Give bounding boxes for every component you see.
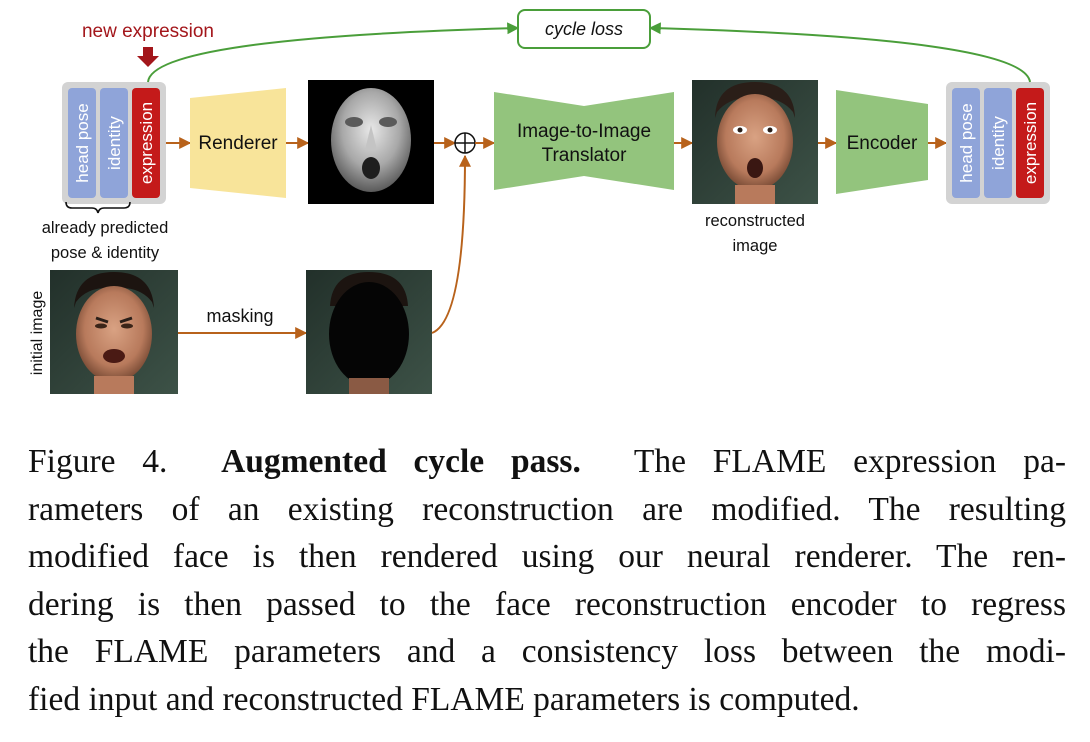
concat-operator bbox=[454, 132, 476, 154]
arrow-masked-oplus bbox=[431, 154, 471, 334]
brace bbox=[65, 201, 131, 214]
cycle-loss-box bbox=[517, 9, 651, 49]
translator-label-line1: Image-to-Image bbox=[517, 121, 651, 142]
caption-line-5: the FLAME parameters and a consistency l… bbox=[28, 633, 1066, 670]
reconstructed-label-line2: image bbox=[733, 237, 778, 255]
identity-label-right: identity bbox=[989, 116, 1008, 170]
new-expression-label: new expression bbox=[82, 21, 214, 42]
head-pose-label: head pose bbox=[73, 103, 92, 182]
caption-line-3: modified face is then rendered using our… bbox=[28, 538, 1066, 575]
rendered-mesh-image bbox=[308, 80, 434, 204]
cycle-curve-right bbox=[648, 22, 1031, 83]
new-expression-arrow bbox=[137, 47, 159, 67]
head-pose-param bbox=[68, 88, 96, 198]
caption-line-2: rameters of an existing reconstruction a… bbox=[28, 490, 1066, 528]
head-pose-label-right: head pose bbox=[957, 103, 976, 182]
cycle-curve-left bbox=[147, 22, 520, 83]
renderer-block bbox=[190, 88, 286, 198]
expression-param bbox=[132, 88, 160, 198]
identity-label: identity bbox=[105, 116, 124, 170]
already-predicted-line1: already predicted bbox=[42, 219, 169, 237]
expression-label-right: expression bbox=[1021, 102, 1040, 184]
figure-caption: Figure 4. Augmented cycle pass. The FLAM… bbox=[28, 438, 1066, 723]
translator-block bbox=[494, 92, 674, 190]
caption-line-4: dering is then passed to the face recons… bbox=[28, 585, 1066, 623]
augmented-cycle-diagram: new expression head pose identity expres… bbox=[29, 9, 1050, 394]
masking-label: masking bbox=[206, 306, 273, 326]
encoder-label: Encoder bbox=[847, 133, 918, 154]
initial-image bbox=[50, 270, 178, 394]
expression-label: expression bbox=[137, 102, 156, 184]
already-predicted-line2: pose & identity bbox=[51, 244, 160, 262]
figure-number: Figure 4. bbox=[28, 443, 168, 480]
translator-label-line2: Translator bbox=[542, 145, 627, 166]
reconstructed-image bbox=[692, 80, 818, 204]
initial-image-label: initial image bbox=[29, 291, 46, 376]
identity-param bbox=[100, 88, 128, 198]
cycle-loss-label: cycle loss bbox=[545, 19, 623, 39]
reconstructed-label-line1: reconstructed bbox=[705, 212, 805, 230]
masked-image bbox=[306, 270, 432, 394]
encoder-block bbox=[836, 90, 928, 194]
caption-title: Augmented cycle pass. bbox=[221, 443, 581, 480]
caption-line-1: Figure 4. Augmented cycle pass. The FLAM… bbox=[28, 438, 1066, 486]
caption-line-6: fied input and reconstructed FLAME param… bbox=[28, 680, 860, 718]
param-block-left: head pose identity expression bbox=[62, 82, 166, 204]
caption-line1-rest: The FLAME expression pa- bbox=[633, 443, 1067, 480]
renderer-label: Renderer bbox=[198, 133, 278, 154]
param-block-right: head pose identity expression bbox=[946, 82, 1050, 204]
